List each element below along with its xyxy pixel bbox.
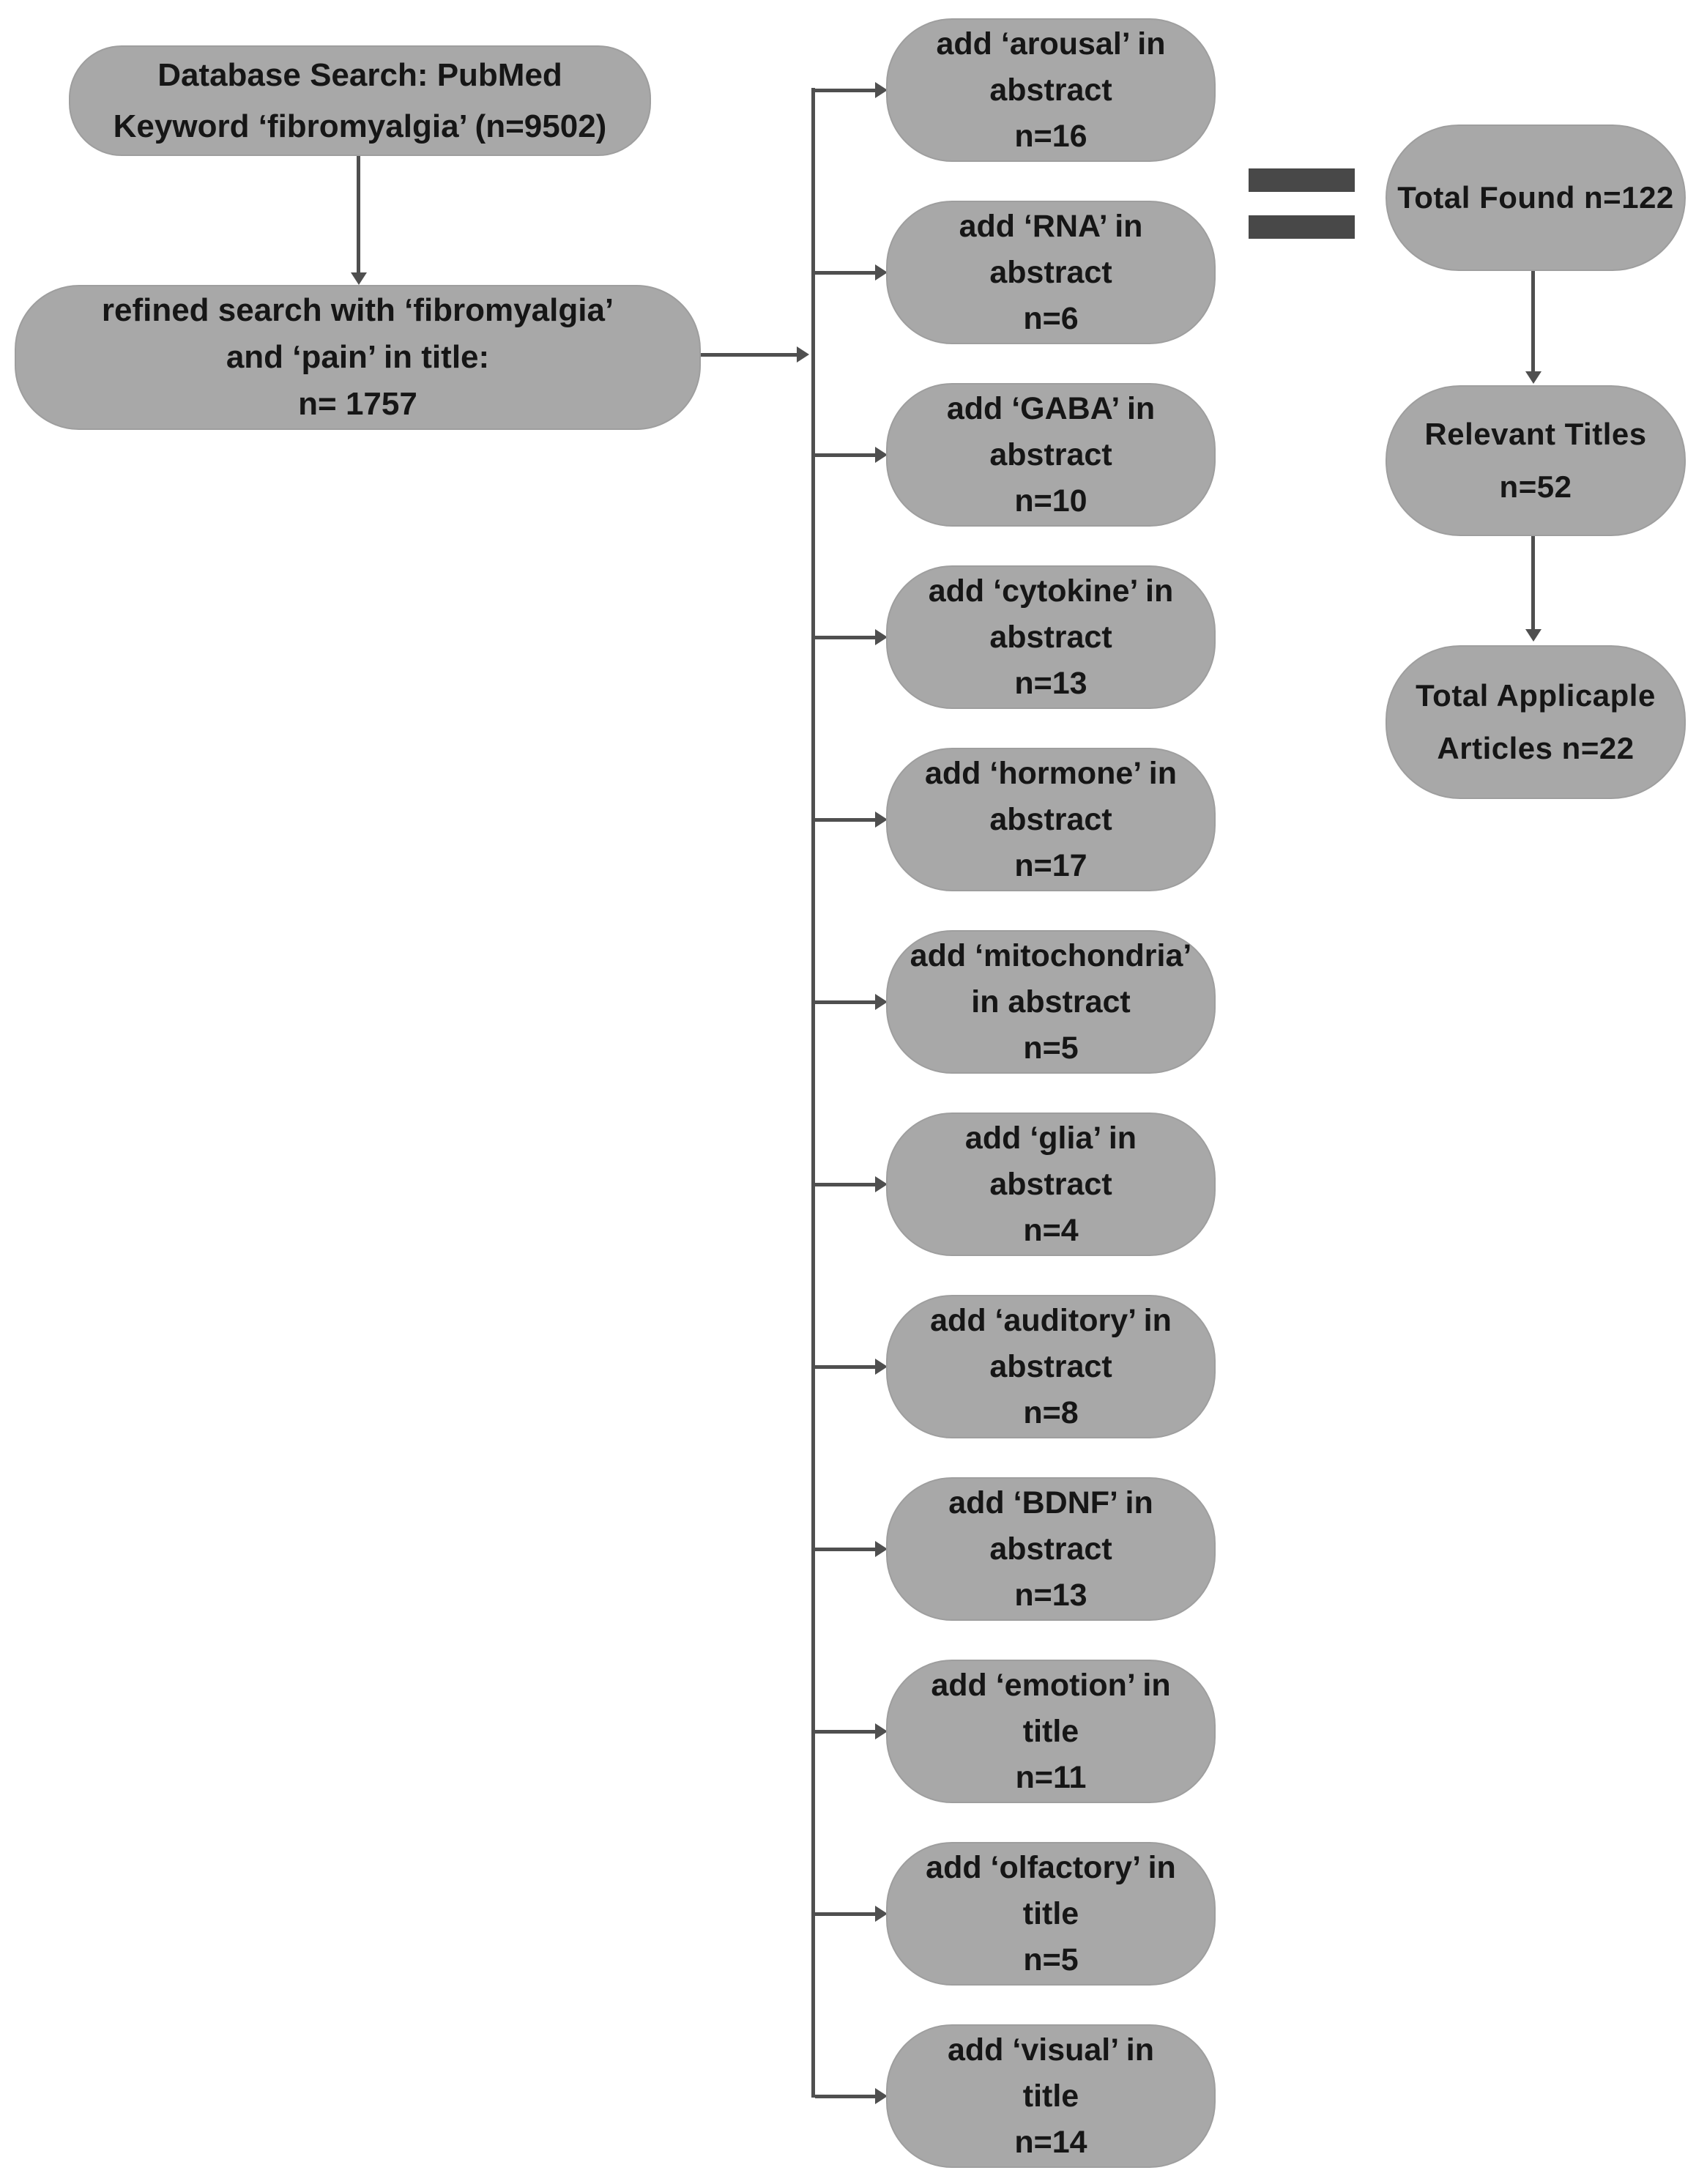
keyword-box-line: n=10 xyxy=(1014,483,1087,519)
arrowhead-right-icon xyxy=(875,1541,888,1557)
refined-search-line: refined search with ‘fibromyalgia’ xyxy=(101,292,614,328)
keyword-box-hormone: add ‘hormone’ in abstract n=17 xyxy=(886,748,1216,891)
keyword-box-bdnf: add ‘BDNF’ in abstract n=13 xyxy=(886,1477,1216,1621)
branch-arrow xyxy=(815,271,875,275)
refined-to-trunk-connector xyxy=(701,353,797,357)
keyword-box-line: add ‘emotion’ in xyxy=(931,1667,1171,1703)
keyword-box-line: add ‘BDNF’ in xyxy=(948,1485,1153,1520)
arrowhead-right-icon xyxy=(875,994,888,1010)
database-search-box: Database Search: PubMed Keyword ‘fibromy… xyxy=(69,45,651,156)
arrowhead-down-icon xyxy=(1525,629,1541,642)
keyword-box-line: abstract xyxy=(989,619,1112,655)
keyword-box-glia: add ‘glia’ in abstract n=4 xyxy=(886,1113,1216,1256)
arrowhead-down-icon xyxy=(351,272,367,285)
keyword-box-line: add ‘glia’ in xyxy=(964,1120,1137,1156)
keyword-box-gaba: add ‘GABA’ in abstract n=10 xyxy=(886,383,1216,527)
keyword-box-line: abstract xyxy=(989,1531,1112,1567)
arrowhead-right-icon xyxy=(875,447,888,463)
keyword-box-line: n=5 xyxy=(1023,1030,1079,1066)
branch-arrow xyxy=(815,1000,875,1004)
relevant-titles-box: Relevant Titles n=52 xyxy=(1386,385,1686,536)
keyword-box-line: add ‘arousal’ in xyxy=(936,26,1166,62)
database-search-line: Database Search: PubMed xyxy=(157,56,562,93)
keyword-box-visual: add ‘visual’ in title n=14 xyxy=(886,2024,1216,2168)
refined-search-box: refined search with ‘fibromyalgia’ and ‘… xyxy=(15,285,701,430)
keyword-box-line: n=5 xyxy=(1023,1942,1079,1977)
keyword-box-cytokine: add ‘cytokine’ in abstract n=13 xyxy=(886,565,1216,709)
keyword-box-line: abstract xyxy=(989,437,1112,472)
branch-arrow xyxy=(815,1548,875,1551)
arrowhead-right-icon xyxy=(875,264,888,281)
keyword-box-line: add ‘olfactory’ in xyxy=(926,1849,1176,1885)
keyword-box-line: abstract xyxy=(989,801,1112,837)
keyword-box-line: add ‘hormone’ in xyxy=(924,755,1178,791)
keyword-box-line: n=8 xyxy=(1023,1394,1079,1430)
keyword-box-line: n=6 xyxy=(1023,300,1079,336)
arrowhead-right-icon xyxy=(875,1359,888,1375)
keyword-box-rna: add ‘RNA’ in abstract n=6 xyxy=(886,201,1216,344)
branch-arrow xyxy=(815,1912,875,1916)
arrowhead-right-icon xyxy=(875,629,888,645)
equals-bar xyxy=(1249,168,1355,192)
branch-trunk-line xyxy=(811,88,815,2098)
branch-arrow xyxy=(815,453,875,457)
keyword-box-line: in abstract xyxy=(971,984,1131,1019)
keyword-box-line: title xyxy=(1022,1713,1079,1749)
keyword-box-auditory: add ‘auditory’ in abstract n=8 xyxy=(886,1295,1216,1438)
arrowhead-right-icon xyxy=(797,346,809,363)
keyword-box-mitochondria: add ‘mitochondria’ in abstract n=5 xyxy=(886,930,1216,1074)
refined-search-line: and ‘pain’ in title: xyxy=(226,339,490,375)
total-applicable-line: Articles n=22 xyxy=(1437,731,1635,765)
arrowhead-right-icon xyxy=(875,811,888,828)
keyword-box-emotion: add ‘emotion’ in title n=11 xyxy=(886,1660,1216,1803)
arrow-relevant-titles-to-total-applicable xyxy=(1531,536,1535,630)
total-found-line: Total Found n=122 xyxy=(1397,180,1674,215)
branch-arrow xyxy=(815,2095,875,2098)
branch-arrow xyxy=(815,636,875,639)
keyword-box-line: add ‘cytokine’ in xyxy=(928,573,1174,609)
total-applicable-box: Total Applicaple Articles n=22 xyxy=(1386,645,1686,799)
keyword-box-line: title xyxy=(1022,2078,1079,2114)
keyword-box-line: n=17 xyxy=(1014,847,1087,883)
keyword-box-line: add ‘visual’ in xyxy=(948,2032,1154,2068)
keyword-box-line: add ‘auditory’ in xyxy=(930,1302,1172,1338)
branch-arrow xyxy=(815,1183,875,1186)
total-found-box: Total Found n=122 xyxy=(1386,125,1686,271)
arrow-total-found-to-relevant-titles xyxy=(1531,271,1535,372)
keyword-box-line: abstract xyxy=(989,1348,1112,1384)
branch-arrow xyxy=(815,1730,875,1734)
relevant-titles-line: Relevant Titles xyxy=(1424,417,1647,451)
branch-arrow xyxy=(815,1365,875,1369)
arrowhead-right-icon xyxy=(875,1723,888,1739)
equals-bar xyxy=(1249,215,1355,239)
keyword-box-line: abstract xyxy=(989,254,1112,290)
keyword-box-line: n=13 xyxy=(1014,1577,1087,1613)
keyword-box-line: add ‘mitochondria’ xyxy=(910,937,1192,973)
arrowhead-right-icon xyxy=(875,1176,888,1192)
keyword-box-line: n=16 xyxy=(1014,118,1087,154)
keyword-box-line: n=13 xyxy=(1014,665,1087,701)
arrowhead-down-icon xyxy=(1525,371,1541,384)
keyword-box-line: abstract xyxy=(989,72,1112,108)
arrowhead-right-icon xyxy=(875,82,888,98)
keyword-box-line: abstract xyxy=(989,1166,1112,1202)
keyword-box-line: n=4 xyxy=(1023,1212,1079,1248)
branch-arrow xyxy=(815,89,875,92)
keyword-box-line: n=14 xyxy=(1014,2124,1087,2160)
keyword-box-line: add ‘RNA’ in xyxy=(959,208,1143,244)
keyword-box-line: add ‘GABA’ in xyxy=(946,390,1156,426)
branch-arrow xyxy=(815,818,875,822)
arrow-database-to-refined xyxy=(357,156,360,273)
arrowhead-right-icon xyxy=(875,2088,888,2104)
keyword-box-line: n=11 xyxy=(1015,1759,1087,1795)
total-applicable-line: Total Applicaple xyxy=(1416,678,1656,713)
keyword-box-olfactory: add ‘olfactory’ in title n=5 xyxy=(886,1842,1216,1986)
keyword-box-arousal: add ‘arousal’ in abstract n=16 xyxy=(886,18,1216,162)
database-search-line: Keyword ‘fibromyalgia’ (n=9502) xyxy=(113,108,607,144)
refined-search-line: n= 1757 xyxy=(298,386,417,422)
relevant-titles-line: n=52 xyxy=(1499,469,1572,504)
keyword-box-line: title xyxy=(1022,1895,1079,1931)
arrowhead-right-icon xyxy=(875,1906,888,1922)
